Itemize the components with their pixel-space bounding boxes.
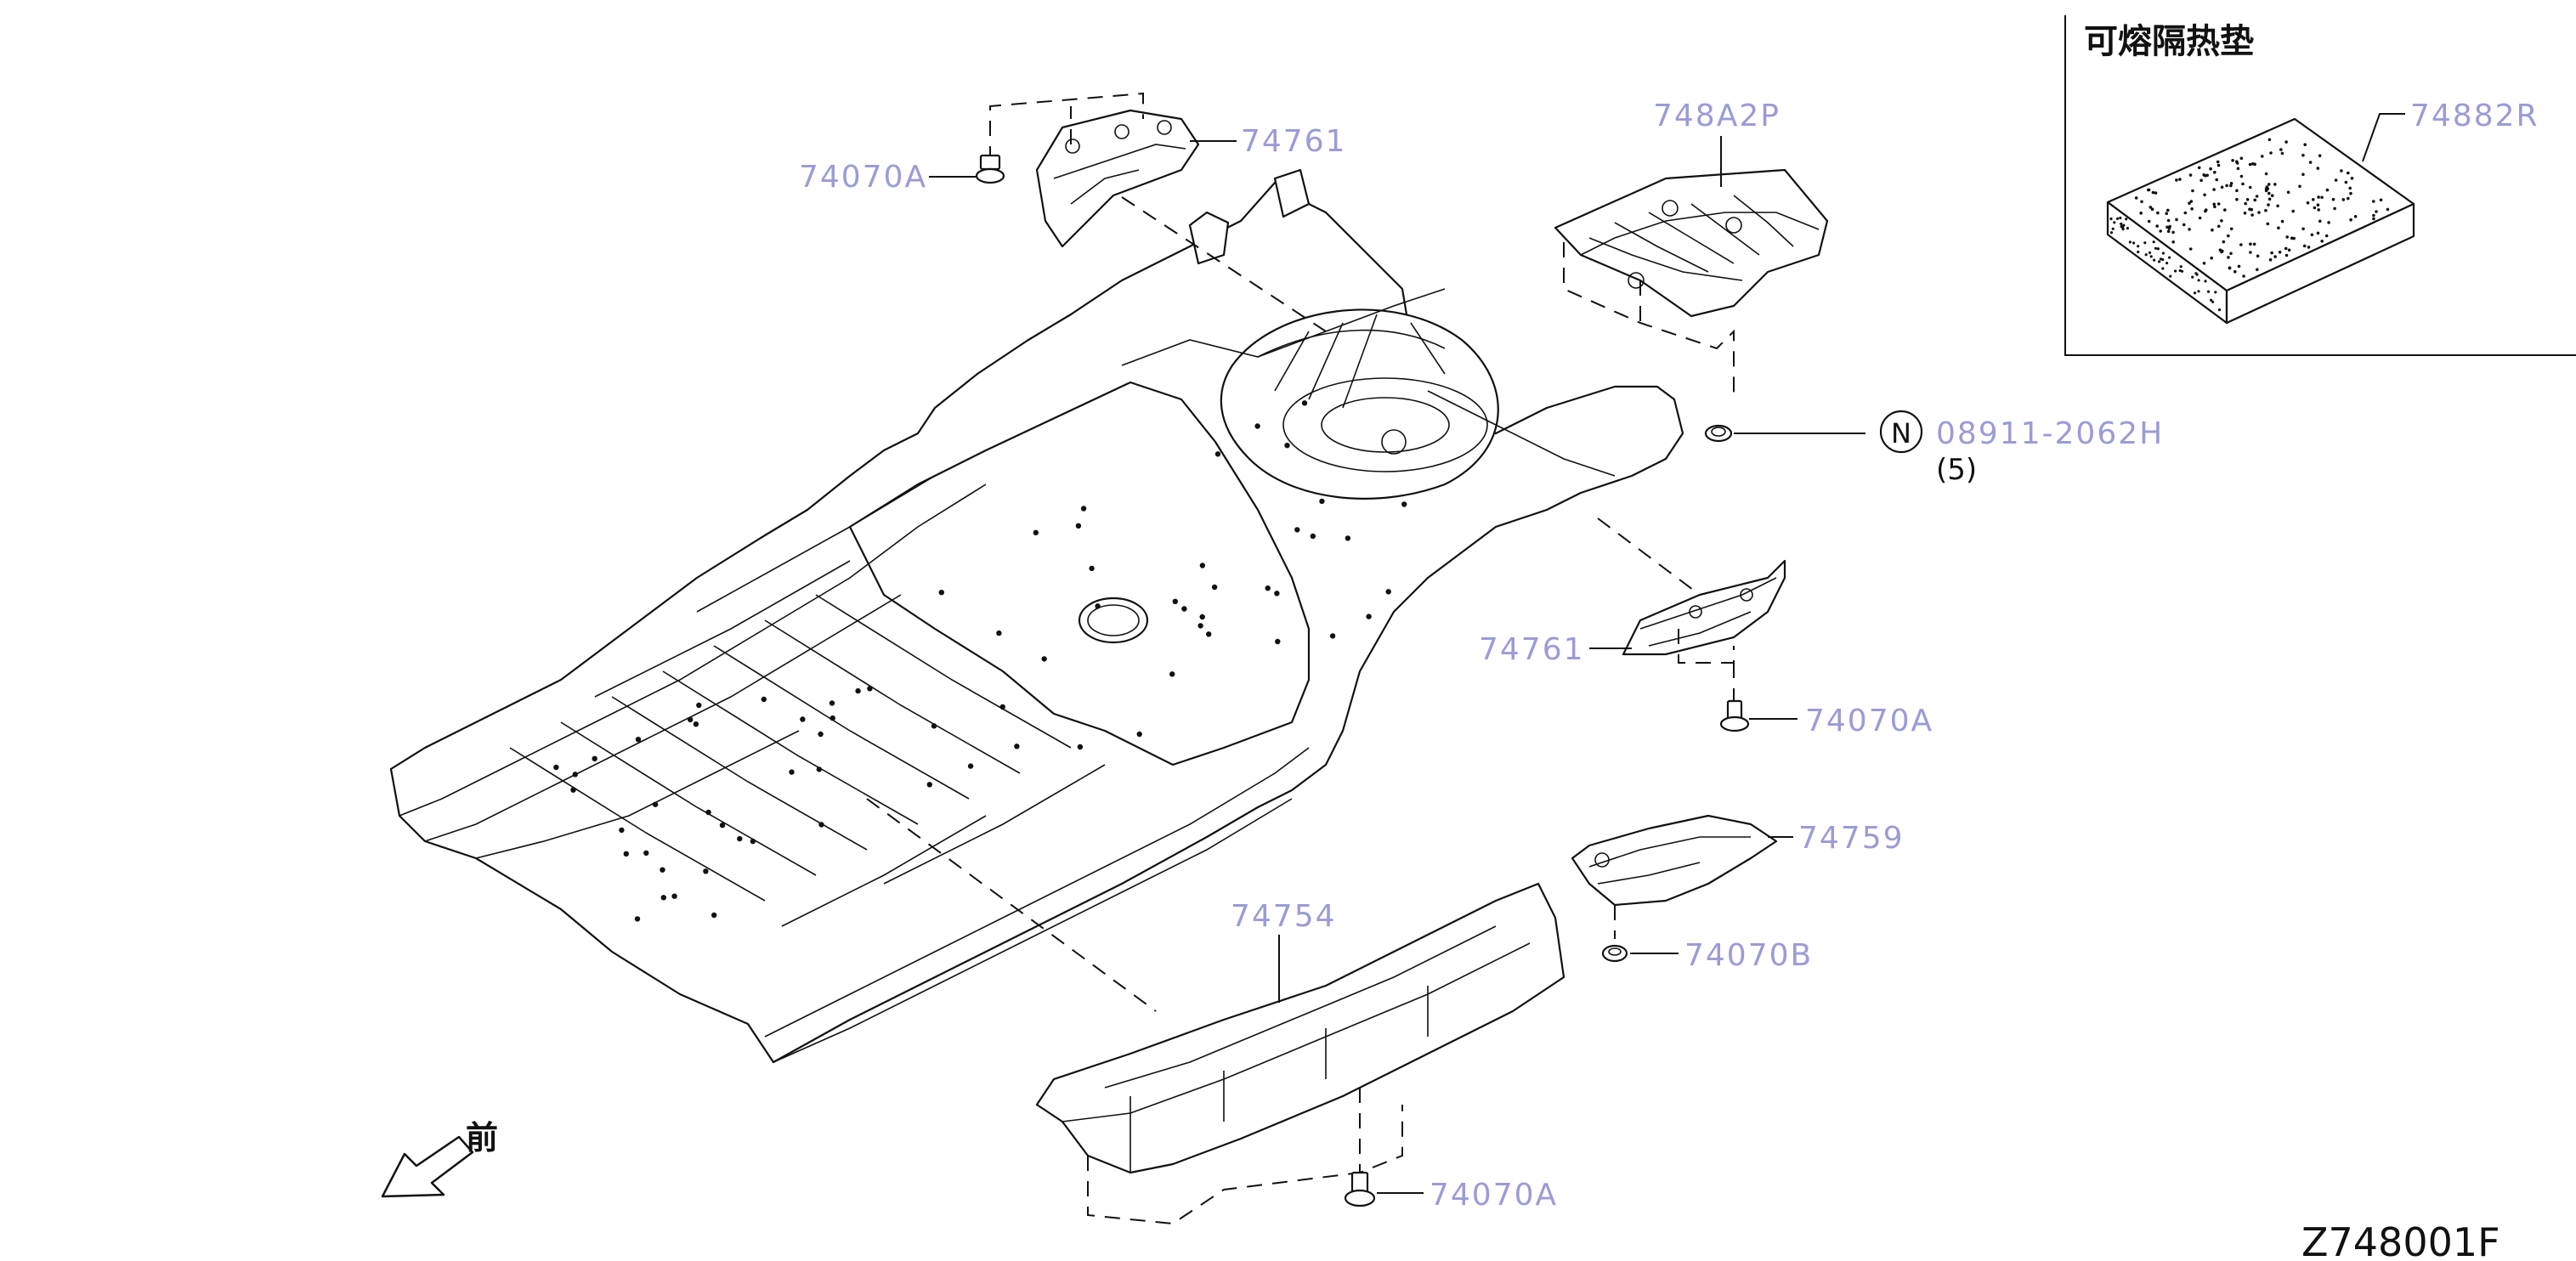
inset-title: 可熔隔热垫	[2084, 22, 2254, 61]
clip-74070A-top	[975, 154, 1005, 184]
fit-line-74761-right	[1597, 517, 1701, 596]
clip-74070A-right	[1719, 699, 1750, 732]
nut-74070B	[1601, 944, 1628, 963]
heat-insulator-74754	[1035, 882, 1565, 1225]
label-74070A-right: 74070A	[1805, 704, 1933, 738]
floor-pan	[389, 168, 1684, 1064]
spare-tire-well	[1220, 308, 1499, 500]
nut-symbol-badge: N	[1879, 410, 1923, 454]
label-74070A-bottom: 74070A	[1430, 1178, 1558, 1213]
nut-08911-2062H	[1704, 424, 1733, 443]
nut-symbol-letter: N	[1891, 417, 1911, 450]
fit-line-74754	[866, 798, 1157, 1012]
leader-74882R	[2362, 113, 2405, 162]
label-74761-right: 74761	[1479, 632, 1585, 667]
heat-insulator-74761-right	[1622, 559, 1786, 705]
label-74754: 74754	[1231, 899, 1337, 934]
label-74882R: 74882R	[2410, 99, 2539, 133]
clip-74070A-bottom	[1344, 1171, 1376, 1207]
inset-panel: 可熔隔热垫 74882R	[2064, 15, 2576, 356]
pad-texture	[2109, 138, 2390, 312]
label-74070B: 74070B	[1684, 938, 1813, 973]
heat-insulator-74761-top	[989, 92, 1200, 248]
label-74761-top: 74761	[1241, 124, 1347, 159]
front-direction-arrow	[381, 1135, 474, 1198]
heat-insulator-74759	[1571, 814, 1778, 939]
fit-line-74761-top	[1121, 196, 1327, 332]
insulator-pad-74882R	[2106, 117, 2415, 325]
label-74759: 74759	[1798, 821, 1905, 856]
heat-insulator-748A2P	[1554, 168, 1829, 399]
inset-border	[2064, 15, 2576, 356]
label-74070A-top: 74070A	[799, 160, 927, 195]
diagram-code: Z748001F	[2301, 1219, 2500, 1261]
label-748A2P: 748A2P	[1653, 99, 1781, 133]
label-nut-qty: (5)	[1936, 453, 1977, 487]
label-front: 前	[466, 1119, 498, 1156]
floor-bolt-holes	[553, 400, 1407, 922]
label-nut-part: 08911-2062H	[1936, 416, 2164, 451]
